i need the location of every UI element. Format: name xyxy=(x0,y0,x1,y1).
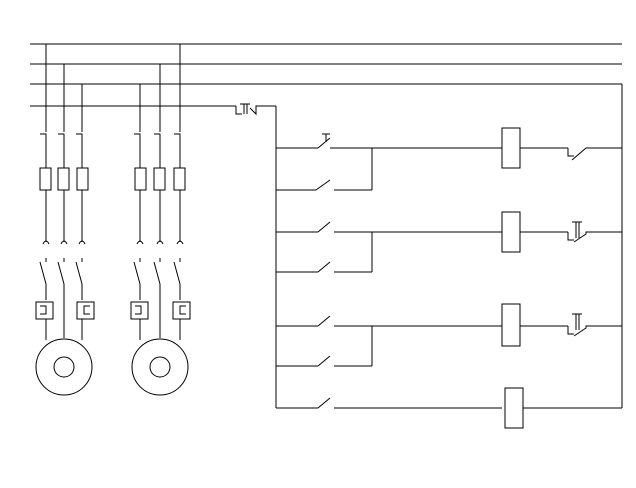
thermal-overload-icon xyxy=(77,302,94,319)
main-contact-icon xyxy=(174,262,180,284)
contact-mark-icon xyxy=(79,241,85,244)
control-rung-2 xyxy=(276,212,622,272)
fuse-icon xyxy=(174,168,185,190)
normally-open-contact-icon xyxy=(316,180,330,190)
contact-mark-icon xyxy=(43,241,49,244)
thermal-overload-icon xyxy=(173,302,190,319)
control-main-switch-icon xyxy=(236,104,276,114)
fuse-icon xyxy=(135,168,146,190)
motor-branch-1 xyxy=(36,44,94,395)
thermal-overload-icon xyxy=(131,302,148,319)
control-rung-4 xyxy=(276,388,622,428)
control-circuit xyxy=(236,84,622,428)
thermal-overload-icon xyxy=(36,302,53,319)
fuse-icon xyxy=(77,168,88,190)
normally-closed-contact-icon xyxy=(568,148,622,160)
main-contact-icon xyxy=(76,262,82,284)
motor-icon xyxy=(36,339,92,395)
main-contact-icon xyxy=(40,262,46,284)
push-button-nc-icon xyxy=(568,314,622,336)
normally-open-contact-icon xyxy=(318,222,330,232)
normally-open-contact-icon xyxy=(318,316,330,326)
motor-branch-2 xyxy=(131,44,190,395)
contact-mark-icon xyxy=(137,241,143,244)
contact-mark-icon xyxy=(61,241,67,244)
fuse-icon xyxy=(58,168,69,190)
fuse-icon xyxy=(40,168,51,190)
main-contact-icon xyxy=(154,262,160,284)
push-button-nc-icon xyxy=(318,134,372,148)
motor-icon xyxy=(132,339,188,395)
coil-icon xyxy=(502,128,520,168)
contact-mark-icon xyxy=(177,241,183,244)
normally-open-contact-icon xyxy=(318,398,330,408)
control-rung-3 xyxy=(276,304,622,366)
control-rung-1 xyxy=(276,128,622,190)
main-contact-icon xyxy=(134,262,140,284)
main-contact-icon xyxy=(58,262,64,284)
normally-open-contact-icon xyxy=(318,356,330,366)
push-button-nc-icon xyxy=(568,222,622,242)
motor-rotor-icon xyxy=(150,357,170,377)
fuse-icon xyxy=(154,168,165,190)
coil-icon xyxy=(502,212,520,252)
coil-icon xyxy=(502,304,520,346)
coil-icon xyxy=(505,388,523,428)
contact-mark-icon xyxy=(157,241,163,244)
motor-rotor-icon xyxy=(54,357,74,377)
busbars xyxy=(30,44,622,106)
normally-open-contact-icon xyxy=(318,262,330,272)
